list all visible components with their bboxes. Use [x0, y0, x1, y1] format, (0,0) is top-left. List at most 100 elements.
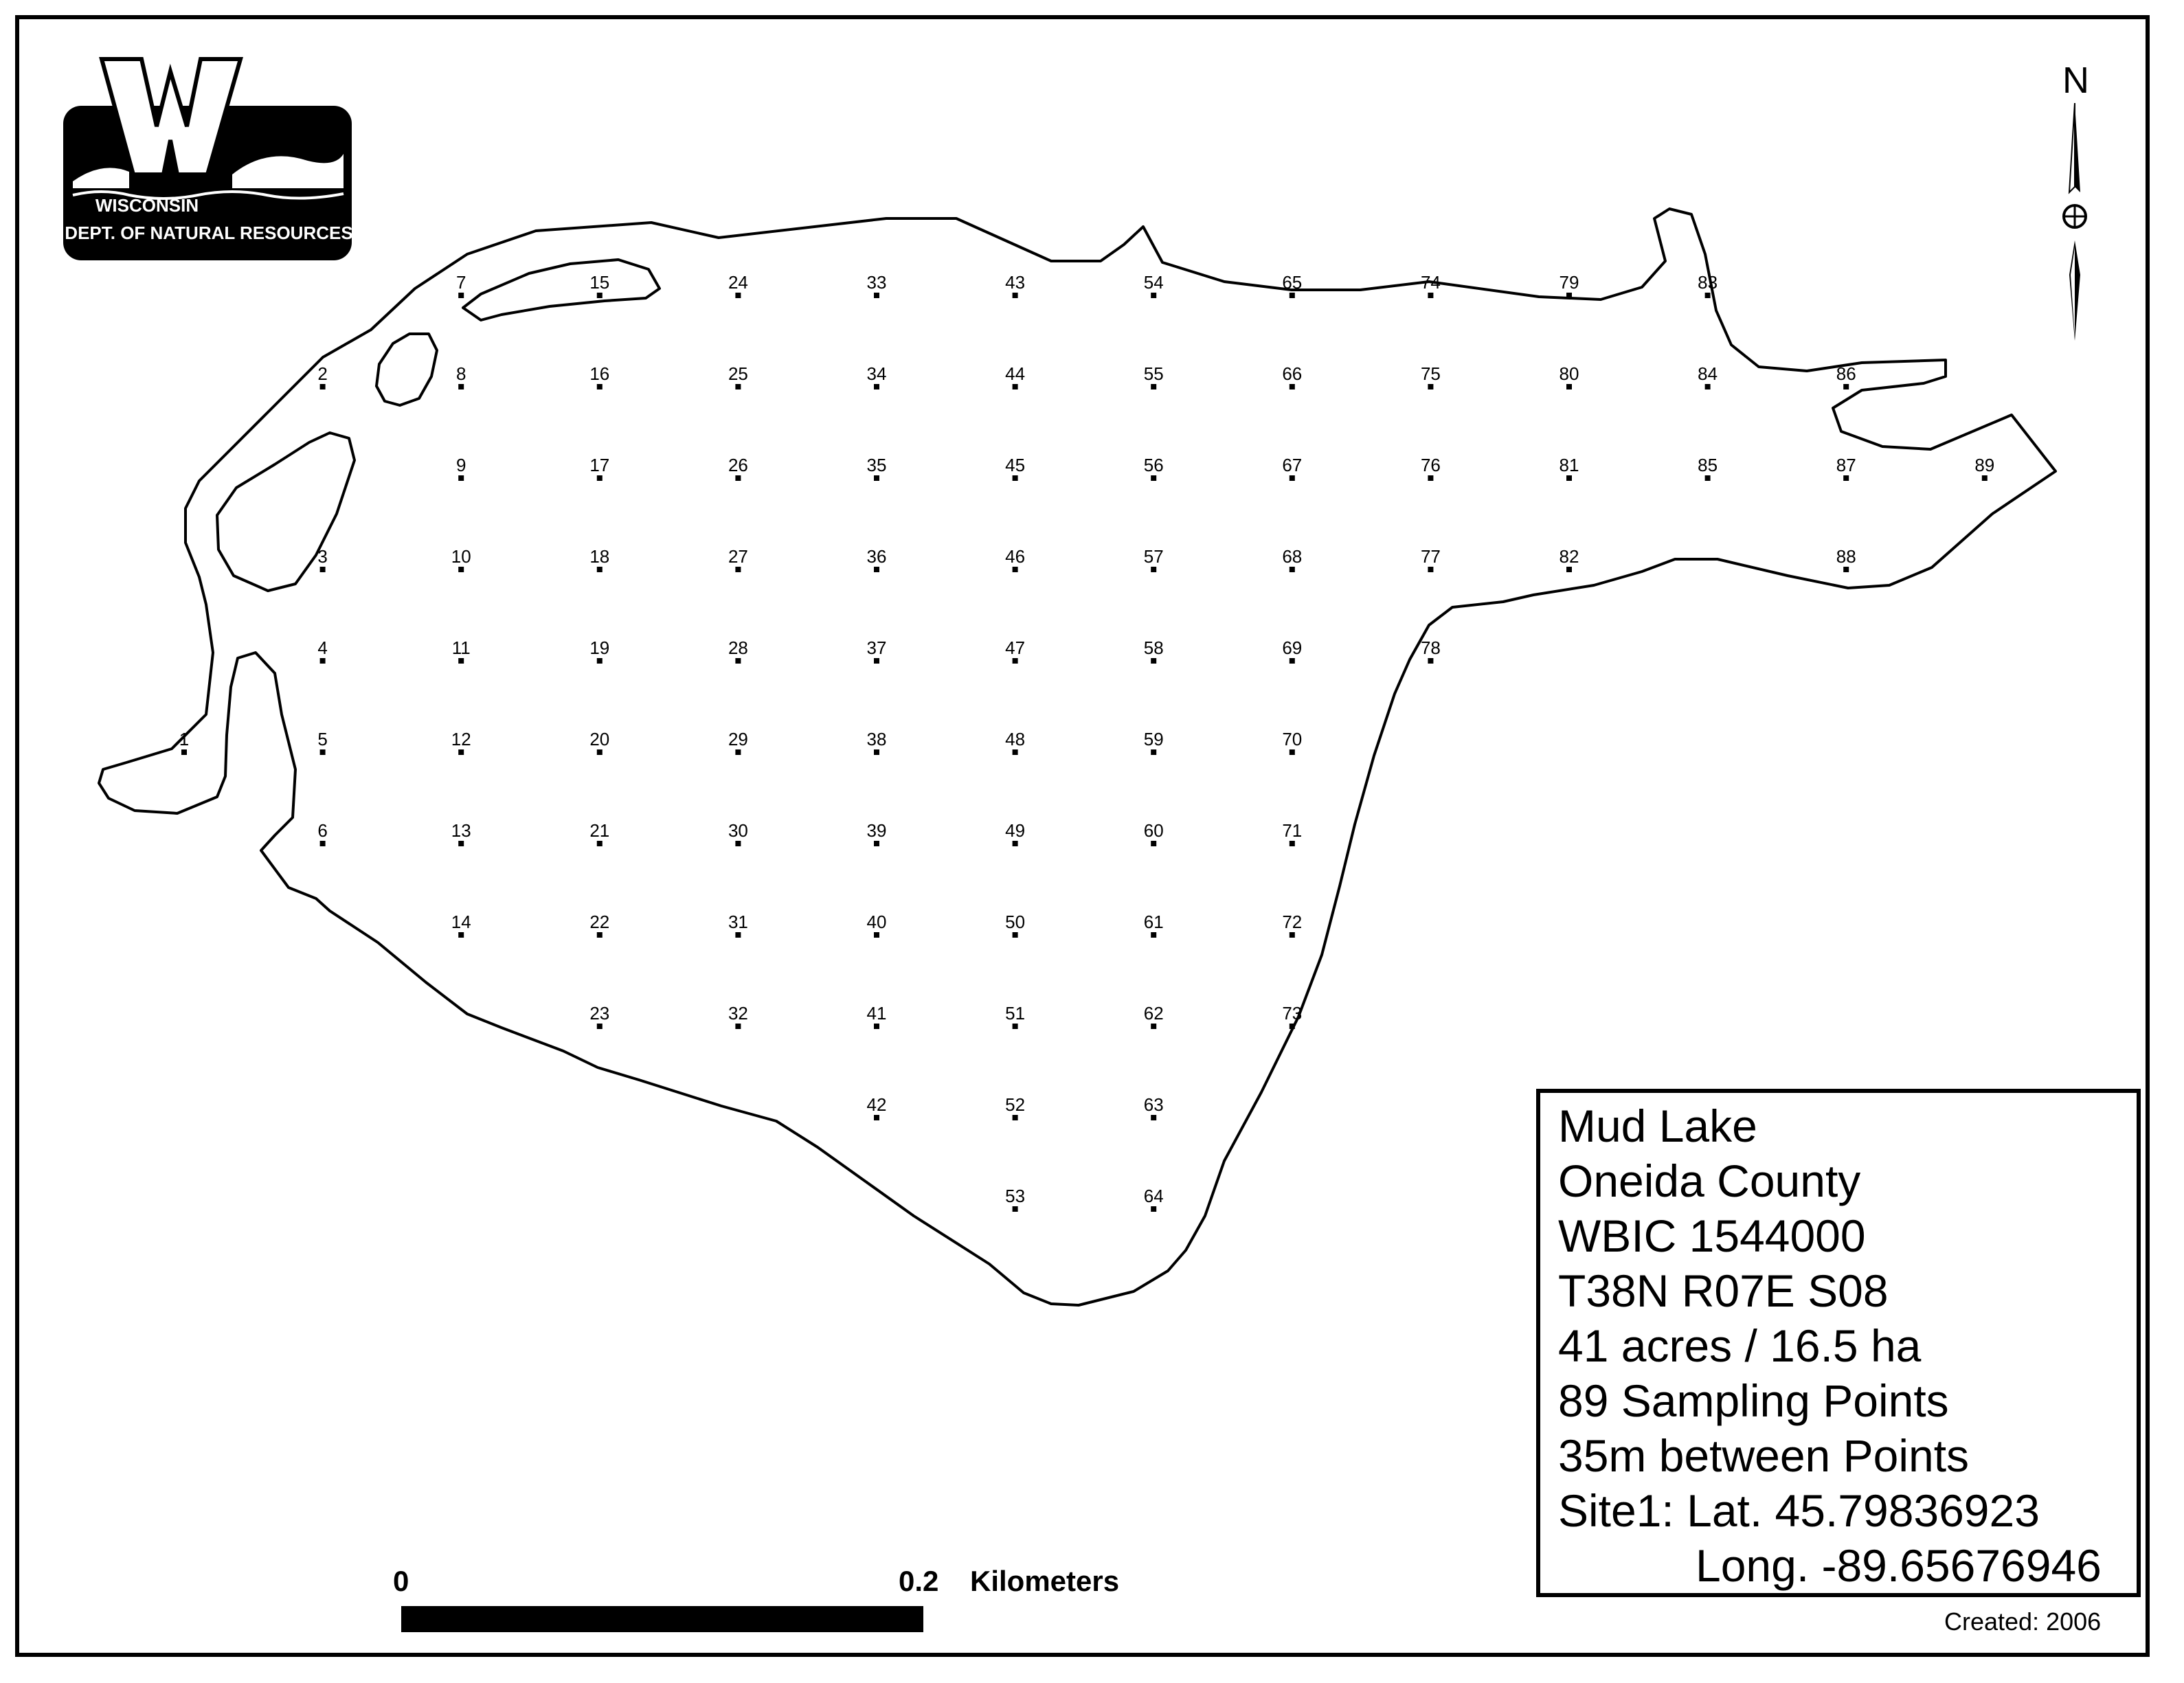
sampling-point-marker — [735, 567, 741, 572]
island-west-channel — [216, 431, 356, 592]
sampling-point-label: 37 — [867, 637, 887, 658]
sampling-point-label: 71 — [1282, 820, 1302, 841]
county: Oneida County — [1558, 1155, 1861, 1206]
sampling-point-label: 46 — [1005, 546, 1025, 567]
sampling-point-label: 25 — [728, 363, 748, 384]
sampling-point-17: 17 — [589, 455, 609, 481]
sampling-point-label: 72 — [1282, 912, 1302, 932]
scale-unit-label: Kilometers — [970, 1565, 1120, 1597]
sampling-points-layer: 1234567891011121314151617181920212223242… — [179, 272, 1994, 1212]
sampling-point-marker — [1428, 475, 1434, 481]
sampling-point-label: 16 — [589, 363, 609, 384]
sampling-point-77: 77 — [1421, 546, 1441, 572]
sampling-point-1: 1 — [179, 729, 189, 755]
sampling-point-38: 38 — [867, 729, 887, 755]
sampling-point-marker — [1566, 475, 1572, 481]
sampling-point-marker — [1843, 384, 1849, 389]
sampling-point-59: 59 — [1144, 729, 1164, 755]
sampling-point-label: 53 — [1005, 1186, 1025, 1206]
sampling-point-85: 85 — [1698, 455, 1718, 481]
sampling-point-72: 72 — [1282, 912, 1302, 938]
sampling-point-52: 52 — [1005, 1094, 1025, 1120]
sampling-point-label: 50 — [1005, 912, 1025, 932]
sampling-point-75: 75 — [1421, 363, 1441, 389]
sampling-point-marker — [1151, 658, 1157, 664]
sampling-point-32: 32 — [728, 1003, 748, 1029]
sampling-point-4: 4 — [317, 637, 328, 664]
sampling-point-label: 75 — [1421, 363, 1441, 384]
sampling-point-73: 73 — [1282, 1003, 1302, 1029]
sampling-point-label: 4 — [317, 637, 327, 658]
sampling-point-label: 40 — [867, 912, 887, 932]
sampling-point-64: 64 — [1144, 1186, 1164, 1212]
sampling-point-53: 53 — [1005, 1186, 1025, 1212]
sampling-point-marker — [1289, 1024, 1295, 1029]
sampling-point-label: 60 — [1144, 820, 1164, 841]
sampling-point-marker — [1012, 932, 1018, 938]
sampling-point-label: 69 — [1282, 637, 1302, 658]
sampling-point-marker — [1151, 749, 1157, 755]
sampling-point-47: 47 — [1005, 637, 1025, 664]
sampling-point-label: 12 — [451, 729, 471, 749]
sampling-point-89: 89 — [1974, 455, 1994, 481]
sampling-point-label: 19 — [589, 637, 609, 658]
sampling-point-label: 85 — [1698, 455, 1718, 475]
sampling-point-label: 30 — [728, 820, 748, 841]
sampling-point-48: 48 — [1005, 729, 1025, 755]
sampling-point-label: 81 — [1560, 455, 1579, 475]
sampling-point-marker — [735, 475, 741, 481]
sampling-point-marker — [1012, 384, 1018, 389]
sampling-point-label: 3 — [317, 546, 327, 567]
sampling-point-41: 41 — [867, 1003, 887, 1029]
sampling-point-84: 84 — [1698, 363, 1718, 389]
sampling-point-44: 44 — [1005, 363, 1025, 389]
sampling-point-label: 31 — [728, 912, 748, 932]
sampling-point-20: 20 — [589, 729, 609, 755]
sampling-point-label: 47 — [1005, 637, 1025, 658]
sampling-point-56: 56 — [1144, 455, 1164, 481]
sampling-point-60: 60 — [1144, 820, 1164, 846]
sampling-point-label: 34 — [867, 363, 887, 384]
sampling-point-label: 87 — [1836, 455, 1856, 475]
sampling-point-label: 76 — [1421, 455, 1441, 475]
sampling-point-43: 43 — [1005, 272, 1025, 298]
sampling-point-label: 38 — [867, 729, 887, 749]
sampling-point-marker — [596, 1024, 603, 1029]
logo-hills-icon — [232, 154, 344, 188]
sampling-point-label: 33 — [867, 272, 887, 293]
sampling-point-65: 65 — [1282, 272, 1302, 298]
sampling-point-27: 27 — [728, 546, 748, 572]
sampling-point-marker — [1428, 384, 1434, 389]
point-spacing: 35m between Points — [1558, 1430, 1970, 1481]
sampling-point-label: 41 — [867, 1003, 887, 1024]
sampling-point-marker — [874, 567, 879, 572]
logo-w-mark — [99, 57, 243, 177]
sampling-point-88: 88 — [1836, 546, 1856, 572]
sampling-point-label: 13 — [451, 820, 471, 841]
sampling-point-label: 61 — [1144, 912, 1164, 932]
sampling-point-label: 63 — [1144, 1094, 1164, 1115]
wbic: WBIC 1544000 — [1558, 1210, 1866, 1261]
sampling-point-marker — [596, 293, 603, 298]
scale-zero-label: 0 — [393, 1565, 409, 1597]
sampling-point-marker — [458, 384, 464, 389]
sampling-point-label: 35 — [867, 455, 887, 475]
sampling-point-25: 25 — [728, 363, 748, 389]
sampling-point-marker — [1289, 841, 1295, 846]
sampling-point-83: 83 — [1698, 272, 1718, 298]
created-date: Created: 2006 — [1944, 1607, 2102, 1636]
sampling-point-69: 69 — [1282, 637, 1302, 664]
sampling-point-marker — [1012, 1115, 1018, 1120]
sampling-point-3: 3 — [317, 546, 328, 572]
sampling-point-29: 29 — [728, 729, 748, 755]
sampling-point-marker — [874, 658, 879, 664]
sampling-point-marker — [1151, 1206, 1157, 1212]
logo-water-icon — [72, 190, 344, 200]
sampling-point-marker — [1566, 384, 1572, 389]
sampling-point-37: 37 — [867, 637, 887, 664]
sampling-point-marker — [458, 932, 464, 938]
north-arrow-icon — [2062, 103, 2087, 341]
sampling-point-marker — [596, 841, 603, 846]
sampling-point-45: 45 — [1005, 455, 1025, 481]
